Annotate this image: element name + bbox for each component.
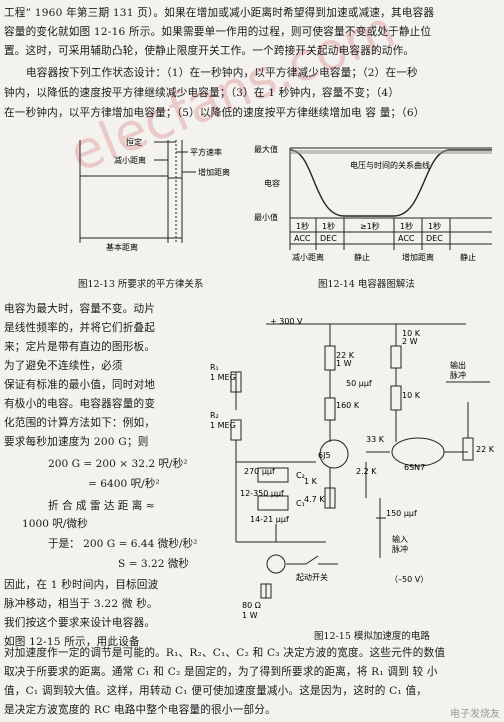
label-b2: 静止 <box>354 252 370 262</box>
paragraph-line: 是线性频率的，并将它们折叠起 <box>4 322 156 334</box>
circuit-r47k: 4.7 K <box>304 495 325 504</box>
equation-1: 200 G = 200 × 32.2 呎/秒² <box>48 458 188 470</box>
label-acc1: ACC <box>294 234 311 243</box>
label-s4: 1秒 <box>400 221 413 231</box>
circuit-inp2: 脉冲 <box>392 544 408 554</box>
label-curve: 电压与时间的关系曲线 <box>350 160 430 170</box>
circuit-tube1: 6J5 <box>318 451 331 460</box>
circuit-c2: C₂ <box>296 471 305 480</box>
paragraph-line: 因此，在 1 秒时间内，目标回波 <box>4 579 159 591</box>
label-base-distance: 基本距离 <box>106 242 138 252</box>
paragraph-line: 要求每秒加速度为 200 G；则 <box>4 436 149 448</box>
equation-4: 于是： 200 G = 6.44 微秒/秒² <box>48 538 198 550</box>
label-square-rate: 平方速率 <box>190 147 222 157</box>
paragraph-line: 在一秒钟内，以平方律增加电容量；（5）以降低的速度按平方律继续增加电 容 量；（… <box>4 107 425 119</box>
label-dec1: DEC <box>320 234 337 243</box>
circuit-out2: 脉冲 <box>450 370 466 380</box>
circuit-r22k3: 22 K <box>476 445 495 454</box>
circuit-c1v: 14-21 μμf <box>250 515 289 524</box>
paragraph-line: 电容器按下列工作状态设计：（1）在一秒钟内，以平方律减少电容量；（2）在一秒 <box>26 67 418 79</box>
footer-logo: 电子发烧友 <box>450 709 500 720</box>
circuit-vplus: + 300 V <box>270 317 303 326</box>
circuit-r2: R₂ <box>210 411 219 420</box>
circuit-r160k: 160 K <box>336 401 360 410</box>
circuit-start: 起动开关 <box>296 572 328 582</box>
paragraph-line: 置。这时，可采用辅助凸轮，使静止限度开关工作。一个跨接开关起动电容器的动作。 <box>4 45 415 57</box>
label-constant: 恒定 <box>126 137 142 147</box>
paragraph-line: 钟内，以降低的速度按平方律继续减少电容量；（3）在 1 秒钟内，容量不变；（4） <box>4 87 400 99</box>
label-acc2: ACC <box>398 234 415 243</box>
circuit-r1v: 1 MEG <box>210 373 236 382</box>
label-decrease: 减小距离 <box>114 155 146 165</box>
paragraph-line: 取决于所要求的距离。通常 C₁ 和 C₂ 是固定的，为了得到所要求的距离，将 R… <box>4 666 438 678</box>
paragraph-line: 保证有标准的最小值，同时对地 <box>4 379 156 391</box>
circuit-out: 输出 <box>450 360 466 370</box>
circuit-r1k: 1 K <box>304 477 318 486</box>
label-dec2: DEC <box>426 234 443 243</box>
circuit-r80w: 1 W <box>242 611 258 620</box>
paragraph-line: 工程” 1960 年第三期 131 页）。如果在增加或减小距离时希望得到加速或减… <box>4 7 435 19</box>
circuit-r33k: 33 K <box>366 435 385 444</box>
paragraph-line: 来；定片是带有直边的图形板。 <box>4 341 156 353</box>
circuit-r22k: 22 K <box>336 351 355 360</box>
circuit-tube2: 6SN7 <box>404 463 425 472</box>
circuit-r22k2: 2.2 K <box>356 467 377 476</box>
circuit-r22kw: 1 W <box>336 359 352 368</box>
equation-3b: 1000 呎/微秒 <box>22 518 88 530</box>
label-b3: 增加距离 <box>402 252 434 262</box>
circuit-inp: 输入 <box>392 534 408 544</box>
label-min: 最小值 <box>254 212 278 222</box>
paragraph-line: 是决定方波宽度的 RC 电路中整个电容量的很小一部分。 <box>4 704 276 716</box>
paragraph-line: 值，C₁ 调到较大值。这样，用转动 C₁ 便可使加速度量减小。这是因为，这时的 … <box>4 685 428 697</box>
figure-12-13: 恒定 平方速率 减小距离 增加距离 基本距离 <box>79 137 230 252</box>
caption-12-15: 图12-15 模拟加速度的电路 <box>314 631 430 642</box>
label-s2: 1秒 <box>322 221 335 231</box>
paragraph-line: 我们按这个要求来设计电容器。 <box>4 617 156 629</box>
figure-12-14: 最大值 电容 最小值 电压与时间的关系曲线 1秒 1秒 ≥1秒 1秒 1秒 AC… <box>254 144 492 262</box>
label-b4: 静止 <box>460 252 476 262</box>
circuit-c1: C₁ <box>296 499 305 508</box>
circuit-r10k2: 10 K <box>402 391 421 400</box>
paragraph-line: 为了避免不连续性，必须 <box>4 360 123 372</box>
paragraph-line: 容量的变化就如图 12-16 所示。如果需要单一作用的过程，则可使容量不变或处于… <box>4 26 432 38</box>
circuit-r1: R₁ <box>210 363 219 372</box>
circuit-r10k: 10 K <box>402 329 421 338</box>
circuit-neg: （–50 V） <box>390 575 428 584</box>
label-increase: 增加距离 <box>198 167 230 177</box>
paragraph-line: 脉冲移动，相当于 3.22 微 秒。 <box>4 598 158 610</box>
paragraph-line: 电容为最大时，容量不变。动片 <box>4 303 156 315</box>
paragraph-line: 如图 12-15 所示，用此设备 <box>4 636 140 648</box>
circuit-r80: 80 Ω <box>242 601 261 610</box>
circuit-c12: 12-350 μμf <box>240 489 284 498</box>
caption-12-14: 图12-14 电容器图解法 <box>318 279 415 290</box>
circuit-r2v: 1 MEG <box>210 421 236 430</box>
label-s3: ≥1秒 <box>360 221 380 231</box>
circuit-c270: 270 μμf <box>244 467 275 476</box>
label-s5: 1秒 <box>428 221 441 231</box>
label-s1: 1秒 <box>296 221 309 231</box>
figure-12-15: + 300 V 22 K 1 W 160 K 10 K 2 W 10 K 50 … <box>210 317 495 620</box>
equation-3a: 折 合 成 雷 达 距 离 ≈ <box>48 500 155 512</box>
equation-5: S = 3.22 微秒 <box>118 558 190 570</box>
label-b1: 减小距离 <box>292 252 324 262</box>
paragraph-line: 化范围的计算方法如下：例如， <box>4 417 156 429</box>
label-max: 最大值 <box>254 144 278 154</box>
paragraph-line: 对加速度作一定的调节是可能的。R₁、R₂、C₁、C₂ 和 C₃ 决定方波的宽度。… <box>4 647 446 659</box>
paragraph-line: 有极小的电容。电容器容量的变 <box>4 398 156 410</box>
circuit-r10kw: 2 W <box>402 337 418 346</box>
circuit-c50: 50 μμf <box>346 379 372 388</box>
circuit-c150: 150 μμf <box>386 509 417 518</box>
label-capacitance: 电容 <box>264 178 280 188</box>
equation-2: = 6400 呎/秒² <box>88 478 160 490</box>
caption-12-13: 图12-13 所要求的平方律关系 <box>78 279 204 290</box>
